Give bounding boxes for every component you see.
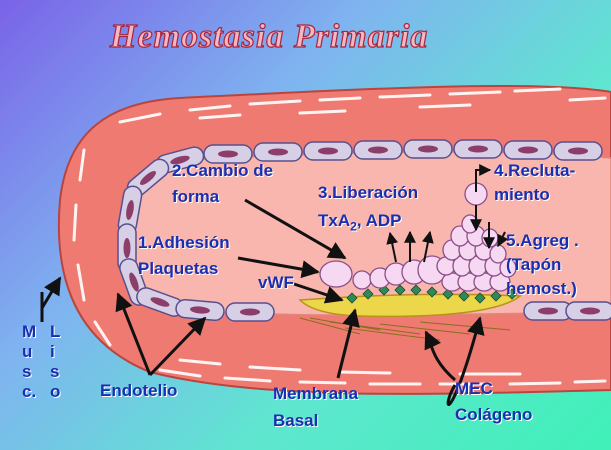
liso-char: s: [50, 362, 60, 382]
platelet: [490, 245, 506, 263]
endothelial-cell: [524, 302, 572, 320]
label-endotelio: Endotelio: [100, 380, 177, 402]
label-txa: TxA: [318, 211, 350, 230]
label-agreg-line2: (Tapón: [506, 254, 561, 276]
liso-char: o: [50, 382, 60, 402]
label-recluta-line2: miento: [494, 184, 550, 206]
endothelial-cell: [254, 143, 302, 161]
liso-char: i: [50, 342, 60, 362]
label-adp: , ADP: [357, 211, 402, 230]
label-liso-col2: L i s o: [50, 322, 60, 402]
label-adhesion-line1: 1.Adhesión: [138, 232, 230, 254]
platelet: [320, 261, 352, 287]
endothelial-cell: [304, 142, 352, 160]
musc-char: c.: [22, 382, 36, 402]
endothelial-cell: [454, 140, 502, 158]
endothelial-cell: [554, 142, 602, 160]
label-mec-line1: MEC: [455, 378, 493, 400]
endothelial-cell: [404, 140, 452, 158]
musc-char: M: [22, 322, 36, 342]
label-txa-subscript: 2: [350, 219, 357, 233]
endothelial-cell: [354, 141, 402, 159]
label-agreg-line3: hemost.): [506, 278, 577, 300]
label-vwf: vWF: [258, 272, 294, 294]
endothelial-cell: [175, 299, 224, 321]
label-cambio-line1: 2.Cambio de: [172, 160, 273, 182]
platelet: [353, 271, 371, 289]
musc-char: s: [22, 362, 36, 382]
label-mec-line2: Colágeno: [455, 404, 532, 426]
endothelial-cell: [504, 141, 552, 159]
liso-char: L: [50, 322, 60, 342]
arrow-musculo: [42, 278, 60, 308]
endothelial-cell: [566, 302, 611, 320]
label-membrana-line1: Membrana: [273, 383, 358, 405]
label-recluta-line1: 4.Recluta-: [494, 160, 575, 182]
label-cambio-line2: forma: [172, 186, 219, 208]
label-liberacion-line2: TxA2, ADP: [318, 210, 402, 237]
label-agreg-line1: 5.Agreg .: [506, 230, 579, 252]
label-membrana-line2: Basal: [273, 410, 318, 432]
label-adhesion-line2: Plaquetas: [138, 258, 218, 280]
label-liberacion-line1: 3.Liberación: [318, 182, 418, 204]
label-musculo-col1: M u s c.: [22, 322, 36, 402]
endothelial-cell: [226, 303, 274, 321]
musc-char: u: [22, 342, 36, 362]
